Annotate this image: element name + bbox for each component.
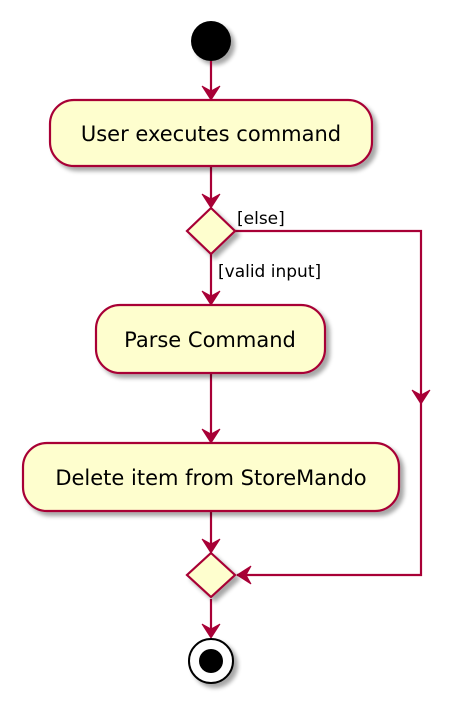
- action-delete-item: [21, 441, 401, 513]
- end-node-inner: [199, 649, 223, 673]
- action-label-execute: User executes command: [81, 122, 341, 146]
- arrowhead-delete: [201, 428, 221, 444]
- arrowhead-else-merge: [236, 565, 252, 585]
- arrowhead-else-down: [411, 389, 431, 405]
- guard-valid-input-label: [valid input]: [218, 262, 321, 282]
- action-user-executes-command: [48, 98, 374, 168]
- action-label-parse: Parse Command: [124, 328, 296, 352]
- merge-diamond: [185, 551, 237, 599]
- action-parse-command: [94, 303, 327, 375]
- guard-else-label: [else]: [237, 209, 285, 229]
- arrowhead-execute: [201, 85, 221, 101]
- edges: [201, 61, 431, 639]
- action-label-delete: Delete item from StoreMando: [55, 466, 366, 490]
- branch-diamond: [185, 206, 237, 256]
- arrowhead-parse: [201, 290, 221, 306]
- arrowhead-end: [201, 623, 221, 639]
- edge-else-path: [235, 229, 423, 577]
- arrowhead-merge: [201, 538, 221, 554]
- start-node: [191, 21, 231, 61]
- arrowhead-branch: [201, 193, 221, 209]
